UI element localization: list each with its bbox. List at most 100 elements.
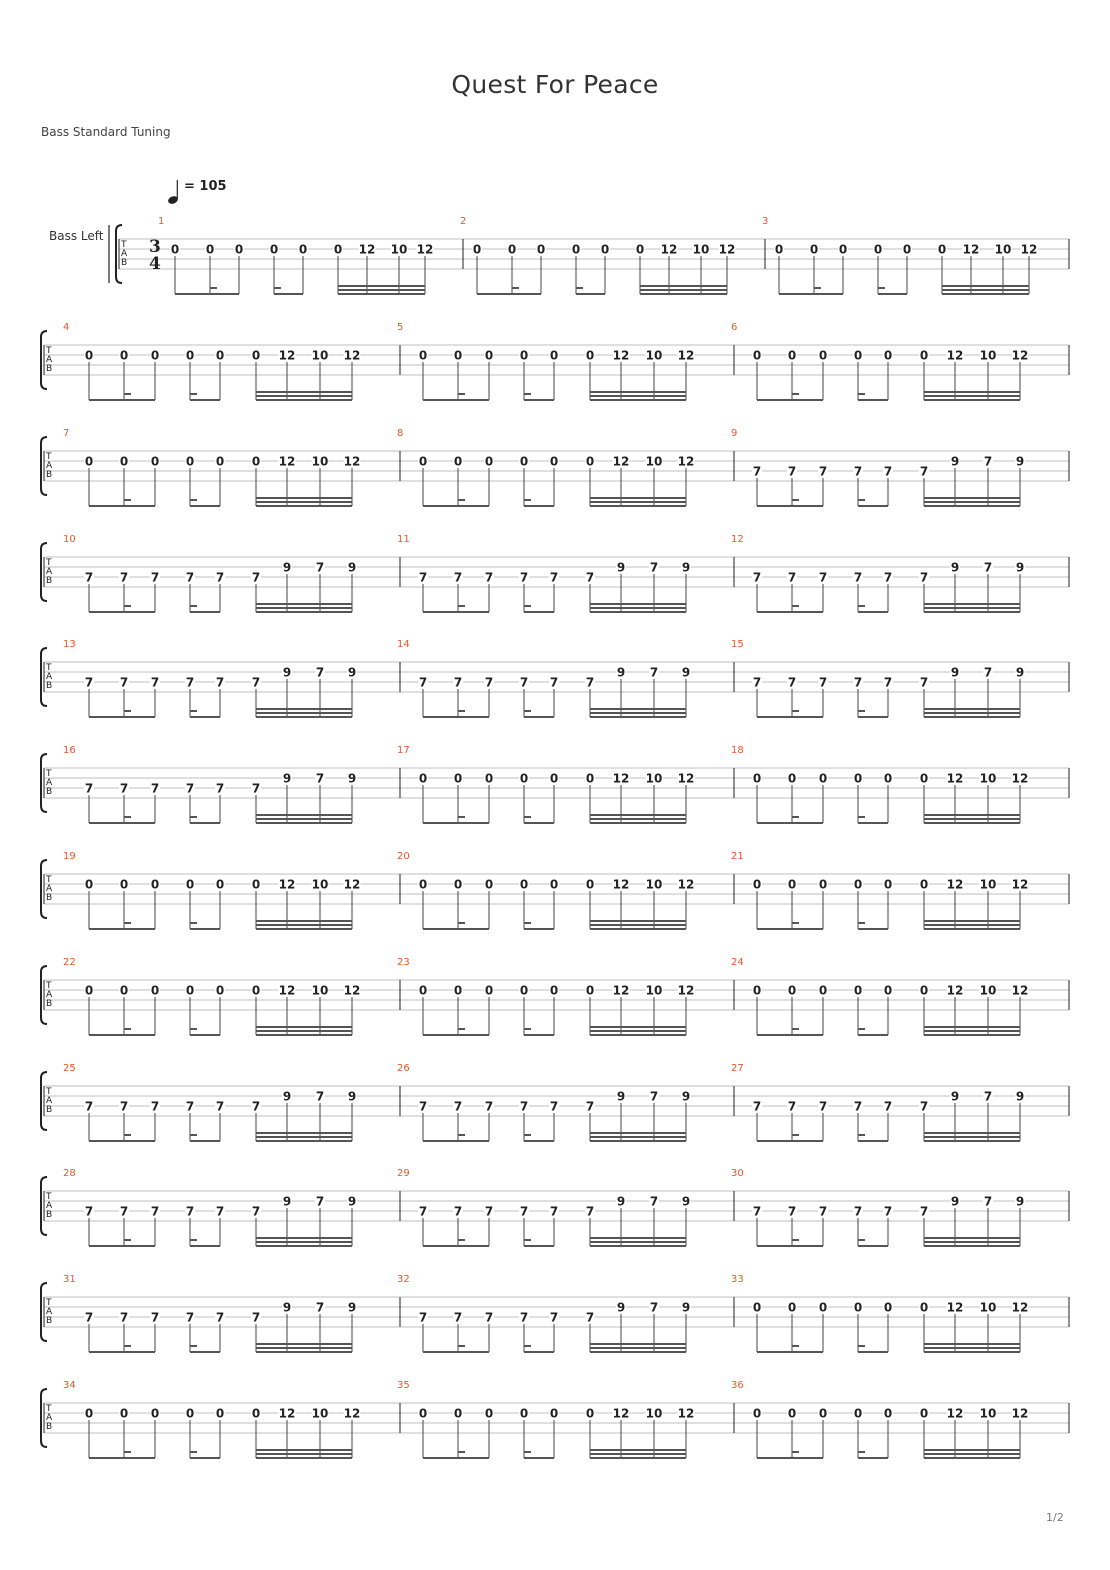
fret-bg <box>1015 1196 1025 1206</box>
fret-number: 0 <box>810 243 818 257</box>
fret-number: 7 <box>216 676 224 690</box>
fret-bg <box>752 773 762 783</box>
fret-bg <box>853 1101 863 1111</box>
fret-number: 7 <box>186 782 194 796</box>
fret-bg <box>347 1196 357 1206</box>
fret-bg <box>649 1196 659 1206</box>
fret-number: 10 <box>980 349 997 363</box>
fret-bg <box>883 1302 893 1312</box>
fret-number: 0 <box>903 243 911 257</box>
fret-number: 0 <box>485 984 493 998</box>
fret-number: 7 <box>854 1205 862 1219</box>
fret-number: 12 <box>1012 1407 1029 1421</box>
system-bracket <box>40 965 48 1025</box>
fret-number: 9 <box>682 666 690 680</box>
system-bracket <box>40 647 48 707</box>
fret-number: 9 <box>617 561 625 575</box>
fret-number: 0 <box>819 878 827 892</box>
fret-bg <box>677 456 695 466</box>
fret-number: 0 <box>85 984 93 998</box>
fret-bg <box>919 879 929 889</box>
tab-clef-letter: B <box>46 576 52 586</box>
fret-bg <box>645 879 663 889</box>
fret-bg <box>677 773 695 783</box>
fret-number: 0 <box>120 349 128 363</box>
measure-number: 22 <box>63 957 76 968</box>
fret-bg <box>343 350 361 360</box>
fret-number: 7 <box>485 676 493 690</box>
fret-number: 12 <box>947 1407 964 1421</box>
fret-number: 7 <box>186 1205 194 1219</box>
fret-bg <box>919 1206 929 1216</box>
fret-number: 0 <box>586 878 594 892</box>
fret-bg <box>681 1196 691 1206</box>
fret-number: 7 <box>650 1301 658 1315</box>
fret-bg <box>649 667 659 677</box>
fret-number: 9 <box>1016 455 1024 469</box>
tab-clef-letter: T <box>45 769 52 779</box>
fret-number: 9 <box>348 1301 356 1315</box>
tab-clef-letter: A <box>46 567 53 577</box>
fret-number: 7 <box>186 571 194 585</box>
fret-bg <box>1011 1302 1029 1312</box>
fret-bg <box>616 562 626 572</box>
fret-number: 0 <box>216 455 224 469</box>
fret-bg <box>549 1206 559 1216</box>
measure-number: 24 <box>731 957 744 968</box>
fret-number: 0 <box>819 984 827 998</box>
fret-number: 7 <box>120 571 128 585</box>
fret-number: 12 <box>613 349 630 363</box>
fret-bg <box>838 244 848 254</box>
fret-bg <box>251 350 261 360</box>
fret-bg <box>453 985 463 995</box>
fret-number: 0 <box>854 349 862 363</box>
fret-bg <box>119 456 129 466</box>
fret-bg <box>752 1101 762 1111</box>
fret-bg <box>983 456 993 466</box>
fret-bg <box>315 562 325 572</box>
fret-bg <box>983 667 993 677</box>
fret-number: 10 <box>646 878 663 892</box>
fret-number: 7 <box>819 465 827 479</box>
fret-bg <box>84 1101 94 1111</box>
fret-bg <box>347 1091 357 1101</box>
fret-bg <box>585 572 595 582</box>
fret-bg <box>278 985 296 995</box>
fret-number: 12 <box>279 455 296 469</box>
fret-number: 7 <box>753 676 761 690</box>
fret-number: 7 <box>788 1205 796 1219</box>
fret-number: 0 <box>235 243 243 257</box>
fret-bg <box>1015 456 1025 466</box>
system-bracket <box>40 1282 48 1342</box>
fret-bg <box>549 677 559 687</box>
fret-number: 0 <box>550 1407 558 1421</box>
fret-bg <box>343 985 361 995</box>
fret-bg <box>979 985 997 995</box>
fret-number: 7 <box>550 1205 558 1219</box>
fret-number: 0 <box>216 1407 224 1421</box>
fret-bg <box>787 677 797 687</box>
fret-number: 7 <box>819 1100 827 1114</box>
fret-number: 0 <box>884 1407 892 1421</box>
fret-bg <box>185 985 195 995</box>
fret-number: 0 <box>753 772 761 786</box>
fret-bg <box>919 985 929 995</box>
fret-number: 7 <box>819 571 827 585</box>
fret-number: 12 <box>947 984 964 998</box>
fret-bg <box>311 350 329 360</box>
fret-number: 7 <box>753 1100 761 1114</box>
measure-number: 30 <box>731 1168 744 1179</box>
tab-clef-letter: A <box>121 249 128 259</box>
fret-number: 7 <box>550 1311 558 1325</box>
fret-number: 7 <box>216 1205 224 1219</box>
fret-number: 0 <box>520 455 528 469</box>
fret-number: 0 <box>419 878 427 892</box>
fret-number: 9 <box>951 666 959 680</box>
fret-number: 0 <box>586 455 594 469</box>
fret-number: 7 <box>920 571 928 585</box>
fret-bg <box>549 985 559 995</box>
fret-bg <box>787 985 797 995</box>
measure-number: 23 <box>397 957 410 968</box>
quarter-note-icon <box>168 180 178 204</box>
tab-clef-letter: A <box>46 778 53 788</box>
